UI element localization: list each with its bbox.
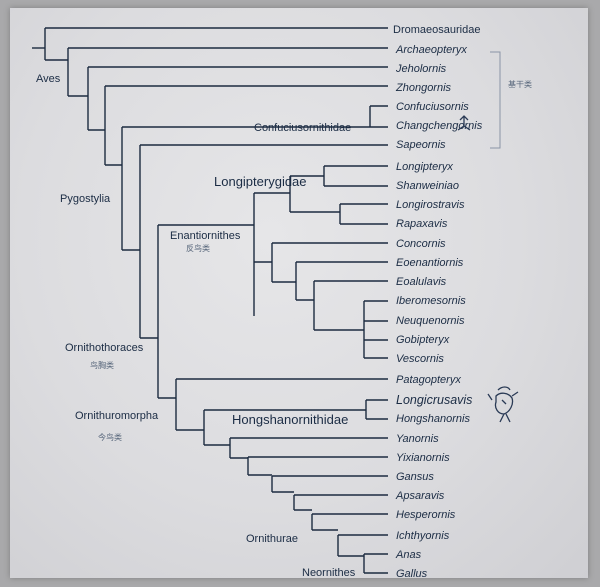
taxon-ichthyornis: Ichthyornis [396, 530, 450, 542]
label-basal-chinese: 基干类 [508, 79, 532, 89]
cursor-icon [457, 115, 471, 131]
taxon-eoalulavis: Eoalulavis [396, 276, 447, 288]
bird-fossil-icon [487, 386, 519, 423]
taxon-iberomesornis: Iberomesornis [396, 295, 466, 307]
taxon-eoenantiornis: Eoenantiornis [396, 257, 464, 269]
taxon-rapaxavis: Rapaxavis [396, 218, 448, 230]
taxon-patagopteryx: Patagopteryx [396, 374, 461, 386]
taxon-concornis: Concornis [396, 238, 446, 250]
taxon-labels: Dromaeosauridae Archaeopteryx Jeholornis… [393, 24, 483, 580]
clade-enantiornithes: Enantiornithes [170, 230, 241, 242]
basal-group-bracket [490, 51, 501, 149]
taxon-shanweiniao: Shanweiniao [396, 180, 459, 192]
taxon-longipteryx: Longipteryx [396, 161, 453, 173]
taxon-yixianornis: Yixianornis [396, 452, 450, 464]
clade-labels: Aves Pygostylia Confuciusornithidae Long… [36, 73, 532, 579]
label-ornithothoraces-chinese: 鸟胸类 [90, 360, 114, 370]
tree-branches [32, 27, 388, 574]
taxon-vescornis: Vescornis [396, 353, 444, 365]
clade-ornithurae: Ornithurae [246, 533, 298, 545]
taxon-yanornis: Yanornis [396, 433, 439, 445]
taxon-archaeopteryx: Archaeopteryx [395, 44, 467, 56]
taxon-hongshanornis: Hongshanornis [396, 413, 470, 425]
clade-confuciusornithidae: Confuciusornithidae [254, 122, 351, 134]
taxon-sapeornis: Sapeornis [396, 139, 446, 151]
taxon-anas: Anas [395, 549, 422, 561]
taxon-longicrusavis: Longicrusavis [396, 393, 472, 407]
taxon-apsaravis: Apsaravis [395, 490, 445, 502]
taxon-gansus: Gansus [396, 471, 434, 483]
clade-longipterygidae: Longipterygidae [214, 174, 307, 189]
clade-ornithothoraces: Ornithothoraces [65, 342, 144, 354]
label-enantiornithes-chinese: 反鸟类 [186, 243, 210, 253]
label-ornithuromorpha-chinese: 今鸟类 [98, 432, 122, 442]
taxon-confuciusornis: Confuciusornis [396, 101, 469, 113]
clade-hongshanornithidae: Hongshanornithidae [232, 412, 348, 427]
taxon-hesperornis: Hesperornis [396, 509, 456, 521]
taxon-gobipteryx: Gobipteryx [396, 334, 450, 346]
taxon-longirostravis: Longirostravis [396, 199, 465, 211]
clade-aves: Aves [36, 73, 61, 85]
taxon-neuquenornis: Neuquenornis [396, 315, 465, 327]
taxon-jeholornis: Jeholornis [395, 63, 447, 75]
clade-neornithes: Neornithes [302, 567, 356, 579]
taxon-gallus: Gallus [396, 568, 428, 580]
clade-ornithuromorpha: Ornithuromorpha [75, 410, 159, 422]
taxon-changchengornis: Changchengornis [396, 120, 483, 132]
taxon-zhongornis: Zhongornis [395, 82, 452, 94]
taxon-dromaeosauridae: Dromaeosauridae [393, 24, 480, 36]
clade-pygostylia: Pygostylia [60, 193, 111, 205]
